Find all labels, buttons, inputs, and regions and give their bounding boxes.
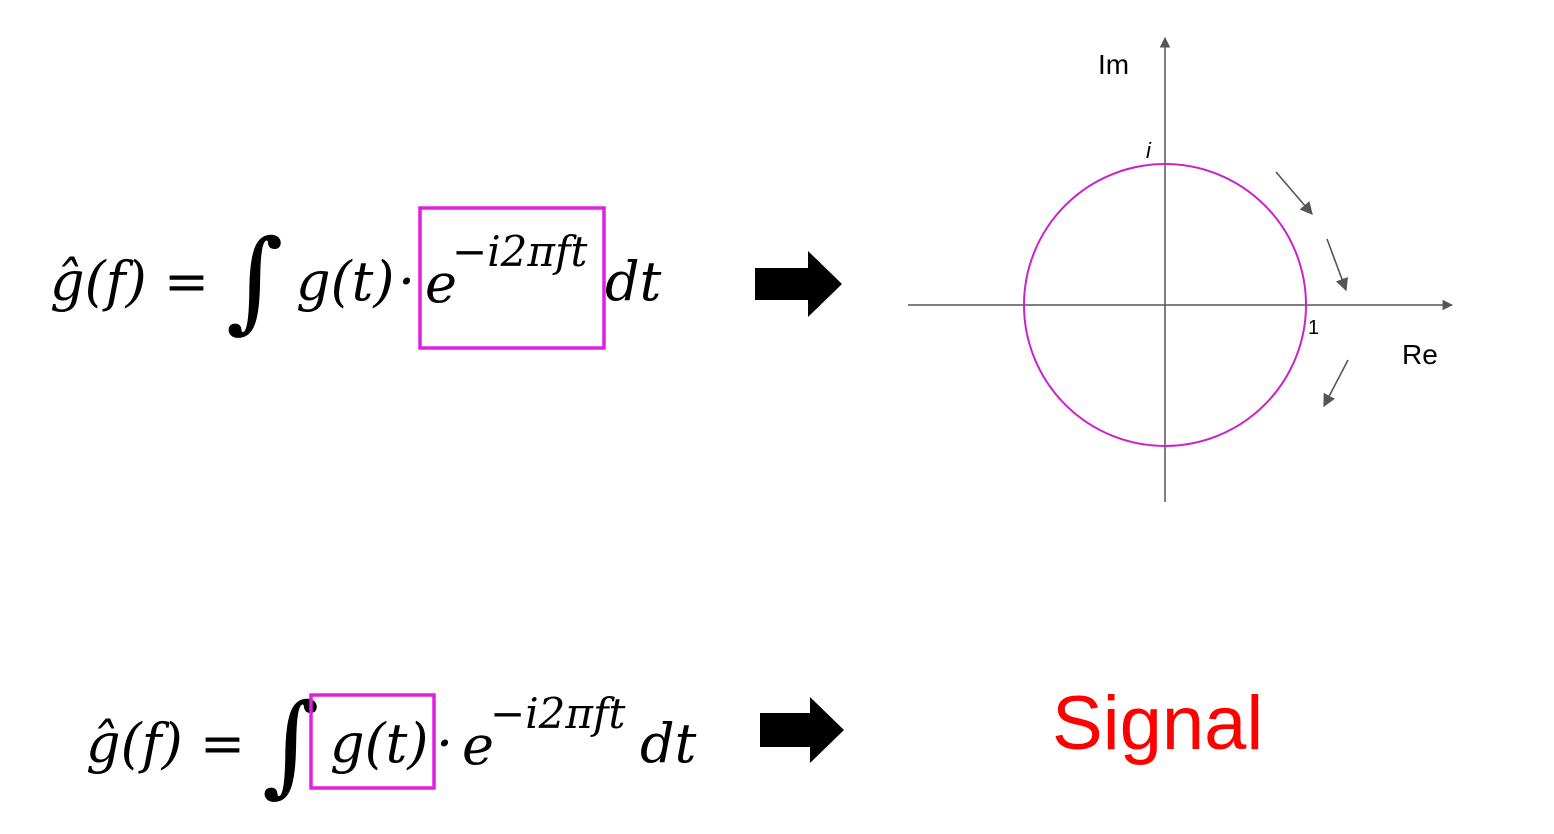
formula-top-dt: dt (605, 250, 662, 313)
formula-top: ĝ(f) = ∫ g(t) · e −i2πft dt (50, 206, 662, 350)
result-label-signal: Signal (1052, 681, 1264, 766)
formula-top-lhs: ĝ(f) = (50, 250, 209, 313)
formula-bottom-dot: · (436, 712, 453, 775)
formula-bottom-base: e (462, 714, 494, 777)
unit-circle (1023, 163, 1307, 447)
formula-bottom-signal: g(t) (330, 712, 428, 775)
formula-top-base: e (425, 252, 457, 315)
axis-label-im: Im (1098, 49, 1129, 80)
rotation-arrow-1 (1275, 171, 1313, 215)
rotation-arrow-2 (1326, 238, 1348, 292)
right-arrow-bottom (760, 697, 844, 763)
rotation-arrow-3 (1323, 359, 1349, 408)
formula-top-integral: ∫ (226, 216, 283, 344)
complex-plane: Im Re i 1 (908, 36, 1454, 502)
highlight-box-exponential (418, 206, 606, 350)
formula-top-dot: · (398, 250, 415, 313)
point-label-1: 1 (1308, 317, 1319, 339)
point-label-i: i (1146, 138, 1152, 163)
axis-label-re: Re (1402, 339, 1438, 370)
formula-top-signal: g(t) (296, 250, 394, 313)
formula-bottom-dt: dt (640, 712, 697, 775)
formula-top-exponent: −i2πft (452, 227, 587, 276)
right-arrow-top (755, 251, 842, 317)
formula-bottom-exponent: −i2πft (490, 689, 625, 738)
formula-bottom-lhs: ĝ(f) = (86, 712, 245, 775)
highlight-box-signal (309, 693, 436, 790)
formula-bottom: ĝ(f) = ∫ g(t) · e −i2πft dt (86, 680, 697, 808)
